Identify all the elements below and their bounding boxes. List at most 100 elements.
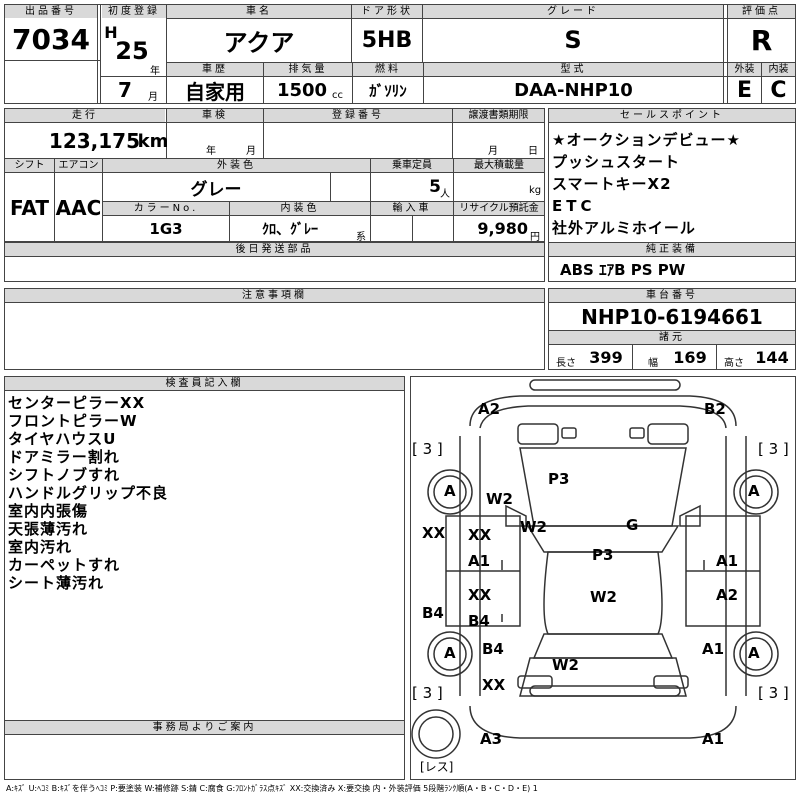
- displacement-header: 排気量: [264, 63, 352, 76]
- spare-tire-label: [レス]: [420, 760, 454, 774]
- tread-front-left: [ 3 ]: [412, 440, 443, 458]
- tread-front-right: [ 3 ]: [758, 440, 789, 458]
- score-value: R: [750, 23, 773, 57]
- door-value: 5HB: [361, 27, 413, 53]
- height-label: 高さ: [724, 358, 744, 369]
- reg-no-header: 登録番号: [264, 109, 452, 122]
- chassis-box: [548, 288, 796, 370]
- damage-rear-w2: W2: [552, 656, 579, 674]
- insp-month-unit: 月: [246, 146, 256, 157]
- interior-header: 内装: [762, 63, 795, 76]
- damage-right-a1-rear: A1: [702, 640, 725, 658]
- damage-left-xx-rear-door: XX: [468, 586, 492, 604]
- width-value: 169: [673, 347, 707, 367]
- damage-left-b4-rocker: B4: [422, 604, 444, 622]
- month-unit: 月: [148, 92, 158, 103]
- inspector-note: タイヤハウスU: [8, 430, 117, 448]
- recycle-value: 9,980: [477, 219, 528, 238]
- inspection-header: 車検: [167, 109, 263, 122]
- detail-table: [4, 108, 545, 242]
- inspector-note: シート薄汚れ: [8, 574, 105, 592]
- wheel-rear-left: A: [444, 644, 456, 662]
- ext-color-header: 外装色: [103, 159, 370, 172]
- car-diagram-box: [410, 376, 796, 780]
- length-label: 長さ: [556, 358, 576, 369]
- wheel-front-left: A: [444, 482, 456, 500]
- recycle-unit: 円: [530, 232, 540, 243]
- damage-left-xx-front-door: XX: [468, 526, 492, 544]
- sales-points-list: ★オークションデビュー★ プッシュスタート スマートキーX2 ETC 社外アルミ…: [552, 129, 792, 239]
- damage-hood-w2: W2: [486, 490, 513, 508]
- year-unit: 年: [150, 66, 160, 77]
- door-header: ドア形状: [352, 5, 422, 18]
- damage-left-a1: A1: [468, 552, 491, 570]
- damage-left-b4-door: B4: [468, 612, 490, 630]
- transfer-deadline-header: 譲渡書類期限: [453, 109, 544, 122]
- later-parts-header: 後日発送部品: [5, 243, 544, 256]
- height-value: 144: [755, 347, 789, 367]
- damage-right-a2: A2: [716, 586, 739, 604]
- lot-no-header: 出品番号: [5, 5, 97, 18]
- capacity-header: 乗車定員: [371, 159, 453, 172]
- displacement-value: 1500: [276, 79, 328, 101]
- specs-header: 諸元: [549, 331, 795, 344]
- sales-point-item: ETC: [552, 197, 596, 215]
- model-value: DAA-NHP10: [514, 79, 633, 101]
- inspector-header: 検査員記入欄: [5, 377, 404, 390]
- wheel-front-right: A: [748, 482, 760, 500]
- max-load-header: 最大積載量: [454, 159, 544, 172]
- inspector-note: フロントピラーW: [8, 412, 138, 430]
- mileage-unit: km: [137, 130, 169, 152]
- lot-no-value: 7034: [12, 22, 90, 56]
- damage-a2-front-left: A2: [478, 400, 501, 418]
- genuine-equip-header: 純正装備: [549, 243, 795, 256]
- shift-header: シフト: [5, 159, 54, 172]
- inspector-note: カーペットすれ: [8, 556, 121, 574]
- month-value: 7: [118, 78, 132, 102]
- damage-right-a1-front: A1: [716, 552, 739, 570]
- legend-text: A:ｷｽﾞ U:ﾍｺﾐ B:ｷｽﾞを伴うﾍｺﾐ P:要塗装 W:補修跡 S:錆 …: [6, 784, 538, 793]
- inspector-box: [4, 376, 405, 780]
- import-header: 輸入車: [371, 202, 453, 215]
- fuel-value: ｶﾞｿﾘﾝ: [369, 81, 407, 100]
- int-color-header: 内装色: [230, 202, 370, 215]
- sales-point-item: スマートキーX2: [552, 175, 672, 193]
- mileage-value: 123,175: [48, 129, 140, 153]
- capacity-unit: 人: [440, 189, 450, 200]
- inspector-note: 天張薄汚れ: [8, 520, 89, 538]
- model-header: 型式: [424, 63, 723, 76]
- cautions-header: 注意事項欄: [5, 289, 544, 302]
- transfer-day-unit: 日: [528, 146, 538, 157]
- aircon-value: AAC: [55, 196, 102, 220]
- color-no-header: カラーNo.: [103, 202, 229, 215]
- damage-rear-a1: A1: [702, 730, 725, 748]
- int-color-value: ｸﾛ、ｸﾞﾚｰ: [262, 221, 318, 238]
- inspector-note: センターピラーXX: [8, 394, 146, 412]
- mileage-header: 走行: [5, 109, 165, 122]
- recycle-header: リサイクル預託金: [454, 202, 544, 215]
- shift-value: FAT: [10, 196, 49, 220]
- width-label: 幅: [648, 358, 658, 369]
- history-header: 車歴: [167, 63, 263, 76]
- tread-rear-left: [ 3 ]: [412, 684, 443, 702]
- int-color-unit: 系: [356, 232, 366, 243]
- wheel-rear-right: A: [748, 644, 760, 662]
- inspector-note: シフトノブすれ: [8, 466, 121, 484]
- vehicle-header-table: [4, 4, 796, 104]
- inspector-note: ハンドルグリップ不良: [8, 484, 169, 502]
- transfer-month-unit: 月: [488, 146, 498, 157]
- grade-value: S: [564, 26, 582, 54]
- damage-left-xx-rear: XX: [482, 676, 506, 694]
- damage-roof-w2: W2: [590, 588, 617, 606]
- damage-hood-p3: P3: [548, 470, 570, 488]
- sales-point-item: ★オークションデビュー★: [552, 131, 741, 149]
- damage-windshield-g: G: [626, 516, 639, 534]
- exterior-header: 外装: [728, 63, 761, 76]
- damage-left-b4-quarter: B4: [482, 640, 504, 658]
- interior-value: C: [770, 77, 787, 103]
- chassis-no-header: 車台番号: [549, 289, 795, 302]
- year-value: 25: [115, 37, 149, 65]
- damage-windshield-w2: W2: [520, 518, 547, 536]
- length-value: 399: [589, 347, 623, 367]
- inspector-note: 室内汚れ: [8, 538, 73, 556]
